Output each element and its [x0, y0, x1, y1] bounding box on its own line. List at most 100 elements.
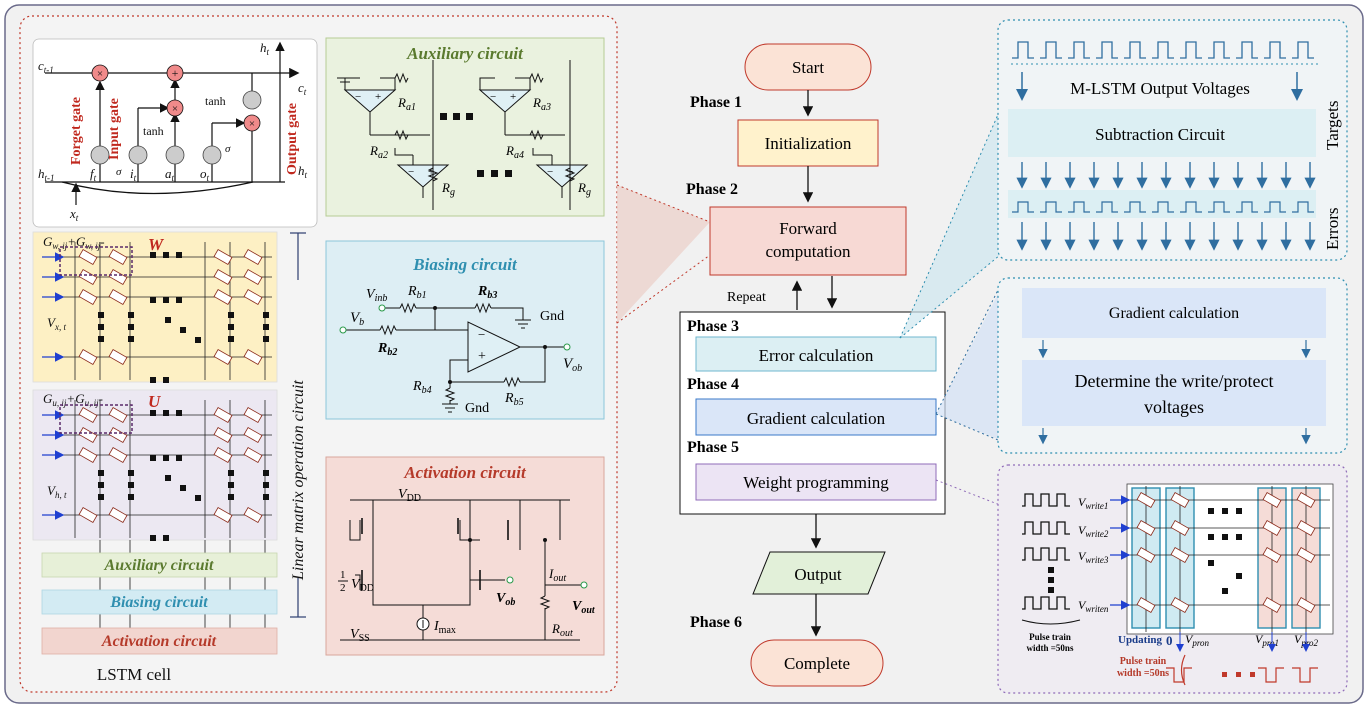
- phase6-label: Phase 6: [690, 614, 742, 631]
- svg-text:1: 1: [340, 569, 346, 581]
- lstm-act-block: [41, 627, 278, 655]
- forward-label-2: computation: [766, 242, 851, 261]
- gradient-panel: Gradient calculation Determine the write…: [997, 277, 1348, 454]
- svg-text:Ra1: Ra1: [397, 95, 416, 113]
- svg-text:+: +: [428, 166, 434, 178]
- svg-text:VDD: VDD: [398, 487, 421, 504]
- svg-text:Gnd: Gnd: [465, 401, 489, 416]
- forward-node: [709, 206, 907, 276]
- c-prev-label: c: [38, 58, 44, 73]
- i-t-label: i: [130, 166, 134, 181]
- init-label: Initialization: [765, 134, 852, 153]
- error-label: Error calculation: [759, 346, 874, 365]
- activation-circuit: Activation circuit VDD 1 2: [325, 456, 605, 656]
- h-t-top-label: h: [260, 40, 267, 55]
- svg-text:ct-1: ct-1: [38, 58, 54, 75]
- svg-text:Vinb: Vinb: [366, 287, 387, 304]
- lstm-aux-block: [41, 552, 278, 578]
- svg-text:ct: ct: [298, 80, 307, 97]
- x-t-sub: t: [76, 213, 79, 223]
- top-pulse-train: [1012, 41, 1314, 59]
- svg-text:it: it: [130, 166, 137, 183]
- aux-title: Auxiliary circuit: [406, 44, 524, 63]
- svg-text:+: +: [478, 349, 486, 364]
- output-gate-label: Output gate: [285, 103, 300, 175]
- pulse-note-1: Pulse train: [1029, 632, 1071, 642]
- weight-label: Weight programming: [743, 473, 889, 492]
- svg-text:Rb5: Rb5: [504, 391, 524, 408]
- svg-text:+: +: [172, 66, 179, 80]
- weight-node: [695, 463, 937, 501]
- act-title: Activation circuit: [403, 463, 527, 482]
- u-title: U: [148, 392, 161, 411]
- svg-text:at: at: [165, 166, 175, 183]
- f-t-label: f: [90, 166, 96, 181]
- lstm-bias-block: [41, 589, 278, 615]
- sigma-label-2: σ: [225, 143, 231, 155]
- svg-text:Rb4: Rb4: [412, 379, 432, 396]
- svg-text:−: −: [478, 327, 485, 342]
- h-t-right-label: h: [298, 163, 305, 178]
- flowchart: Start Phase 1 Initialization Phase 2 For…: [679, 43, 946, 687]
- svg-text:Vpro2: Vpro2: [1294, 632, 1319, 648]
- forward-label-1: Forward: [779, 219, 837, 238]
- errors-label: Errors: [1323, 208, 1342, 250]
- svg-text:VSS: VSS: [350, 627, 370, 644]
- pulse-red-2: width =50ns: [1117, 668, 1169, 679]
- phase5-label: Phase 5: [687, 439, 739, 456]
- svg-text:×: ×: [172, 103, 178, 115]
- svg-text:Gw, ij+Gw, ij-: Gw, ij+Gw, ij-: [43, 234, 105, 251]
- svg-text:Iout: Iout: [548, 566, 566, 584]
- start-label: Start: [792, 58, 824, 77]
- pulse-red-1: Pulse train: [1120, 656, 1167, 667]
- svg-text:VDD: VDD: [351, 577, 374, 594]
- svg-text:×: ×: [97, 68, 103, 80]
- svg-text:Vwriten: Vwriten: [1078, 598, 1109, 614]
- svg-text:Vwrite2: Vwrite2: [1078, 523, 1109, 539]
- svg-text:Rout: Rout: [551, 621, 573, 639]
- biasing-circuit: Biasing circuit −+ Vinb Vb Rb1 Rb2 Rb3 R…: [325, 240, 605, 420]
- svg-text:−: −: [547, 166, 553, 178]
- svg-text:ft: ft: [90, 166, 97, 183]
- svg-text:−: −: [355, 91, 361, 103]
- svg-text:Imax: Imax: [433, 619, 456, 636]
- output-label: Output: [794, 565, 842, 584]
- forward-connector: [617, 185, 710, 323]
- complete-label: Complete: [784, 654, 850, 673]
- svg-text:+: +: [375, 91, 381, 103]
- phase3-label: Phase 3: [687, 318, 739, 335]
- svg-text:Ra3: Ra3: [532, 95, 551, 113]
- svg-text:+: +: [510, 91, 516, 103]
- output-node: [752, 551, 886, 595]
- x-t-label: x: [69, 206, 76, 221]
- svg-text:Vpron: Vpron: [1185, 632, 1210, 648]
- w-grid: [42, 242, 272, 383]
- svg-text:Vpro1: Vpro1: [1255, 632, 1279, 648]
- svg-text:−: −: [490, 91, 496, 103]
- gradient-label: Gradient calculation: [747, 409, 886, 428]
- weight-grid: [1110, 486, 1330, 632]
- voltages-label: M-LSTM Output Voltages: [1070, 79, 1250, 98]
- error-node: [695, 336, 937, 372]
- subtraction-box: [1008, 109, 1316, 157]
- complete-node: [750, 639, 884, 687]
- error-arrows-top: [1016, 162, 1316, 189]
- svg-text:Vb: Vb: [350, 310, 364, 328]
- phase2-label: Phase 2: [686, 181, 738, 198]
- subtraction-label: Subtraction Circuit: [1095, 125, 1225, 144]
- c-t-label: c: [298, 80, 304, 95]
- svg-text:Vwrite1: Vwrite1: [1078, 495, 1108, 511]
- zero-label: 0: [1166, 633, 1173, 648]
- a-t-label: a: [165, 166, 172, 181]
- svg-text:Vob: Vob: [496, 591, 515, 608]
- svg-text:Vwrite3: Vwrite3: [1078, 549, 1109, 565]
- svg-text:ht-1: ht-1: [38, 166, 55, 183]
- svg-text:Rg: Rg: [441, 180, 455, 198]
- forget-gate-label: Forget gate: [69, 97, 84, 165]
- init-node: [737, 119, 879, 167]
- svg-text:Vx, t: Vx, t: [47, 315, 66, 332]
- input-gate-label: Input gate: [107, 98, 122, 160]
- c-t-sub: t: [304, 87, 307, 97]
- svg-text:Gnd: Gnd: [540, 309, 564, 324]
